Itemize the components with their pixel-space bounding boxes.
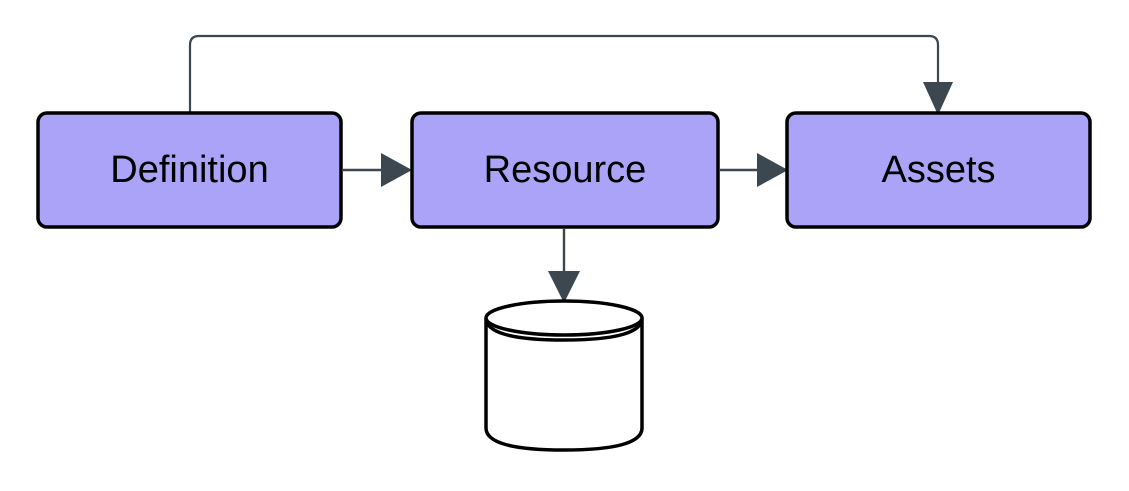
edge-definition-to-assets-loop-path xyxy=(188,34,940,113)
arrowhead-down-database xyxy=(548,271,580,303)
node-definition[interactable]: Definition xyxy=(36,111,343,229)
cylinder-top-ellipse xyxy=(484,299,644,337)
edge-resource-to-database xyxy=(548,229,580,303)
arrowhead-right-assets xyxy=(757,153,788,187)
node-resource-box[interactable] xyxy=(410,111,720,229)
node-resource[interactable]: Resource xyxy=(410,111,720,229)
node-definition-box[interactable] xyxy=(36,111,343,229)
node-assets[interactable]: Assets xyxy=(785,111,1092,229)
arrowhead-down-assets xyxy=(923,82,953,115)
edge-resource-to-assets xyxy=(720,153,788,187)
cylinder-body[interactable] xyxy=(484,317,644,452)
node-assets-box[interactable] xyxy=(785,111,1092,229)
node-database-cylinder[interactable] xyxy=(484,299,644,452)
node-resource-label: Resource xyxy=(484,149,647,191)
node-assets-label: Assets xyxy=(881,149,995,191)
edge-definition-to-resource xyxy=(343,153,412,187)
edge-definition-to-assets-loop xyxy=(188,34,953,115)
node-definition-label: Definition xyxy=(110,149,268,191)
arrowhead-right-resource xyxy=(381,153,412,187)
